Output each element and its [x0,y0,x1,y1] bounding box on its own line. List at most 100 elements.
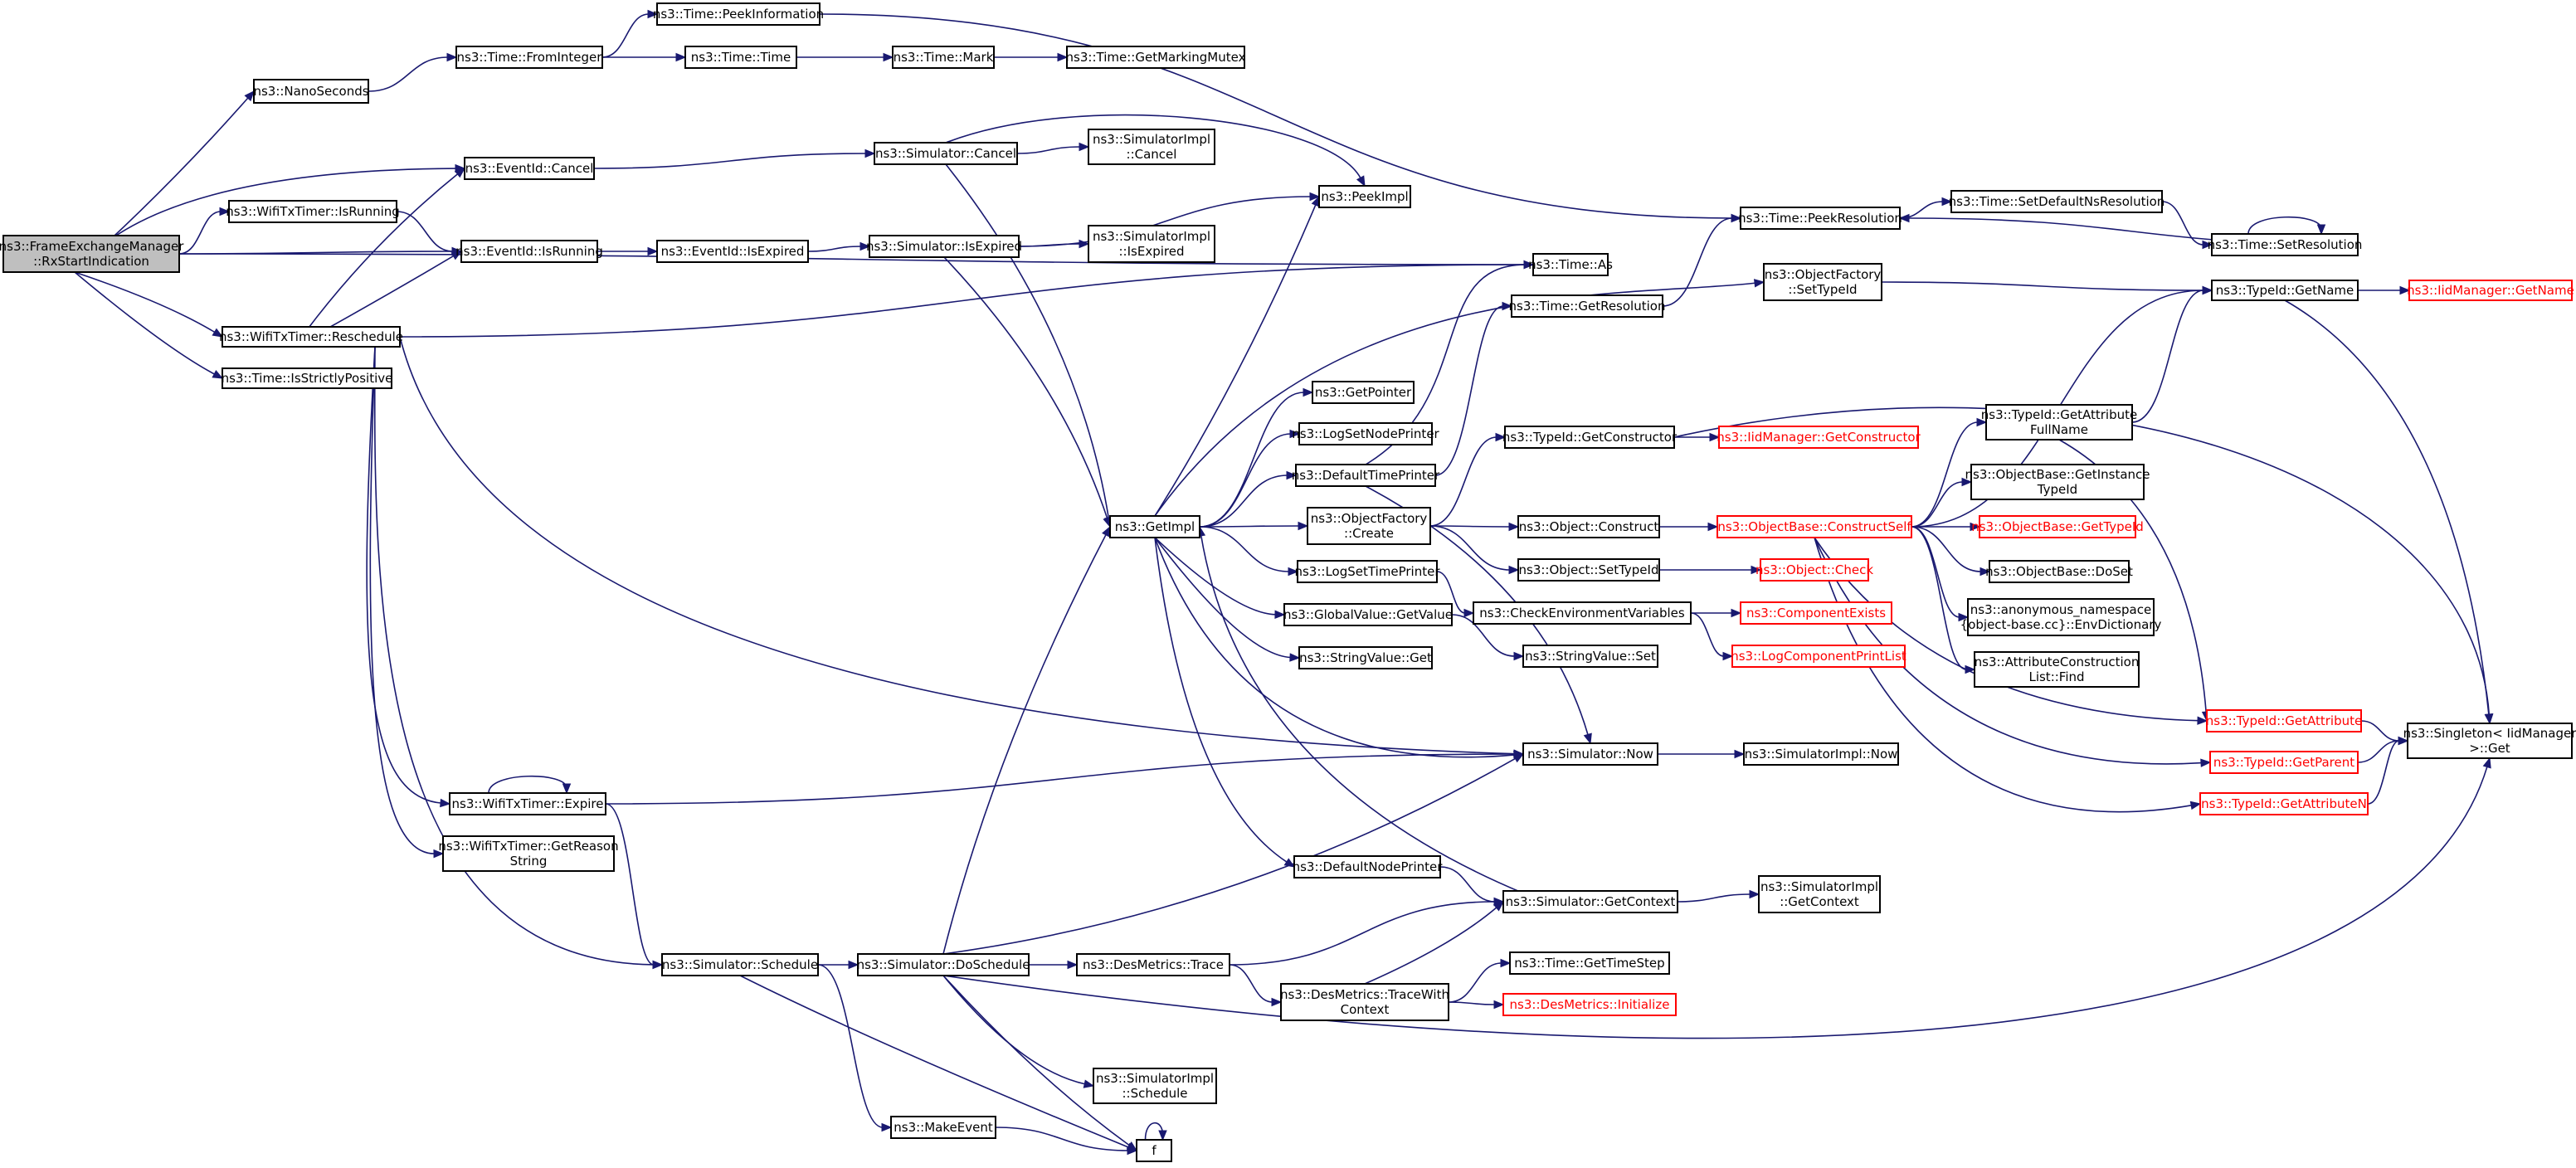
node-ns3-typeid-getconstructor[interactable]: ns3::TypeId::GetConstructor [1502,426,1678,449]
node-label: ns3::ObjectBase::GetTypeId [1971,519,2144,534]
node-ns3-stringvalue-set[interactable]: ns3::StringValue::Set [1522,645,1658,668]
node-ns3-stringvalue-get[interactable]: ns3::StringValue::Get [1298,646,1433,669]
node-ns3-anonymous-namespace-object-base-cc-envdictionary[interactable]: ns3::anonymous_namespace{object-base.cc}… [1960,598,2162,636]
node-ns3-simulator-getcontext[interactable]: ns3::Simulator::GetContext [1502,890,1678,913]
node-ns3-defaulttimeprinter[interactable]: ns3::DefaultTimePrinter [1292,464,1440,487]
node-ns3-simulator-isexpired[interactable]: ns3::Simulator::IsExpired [866,235,1022,258]
node-ns3-logcomponentprintlist[interactable]: ns3::LogComponentPrintList [1731,645,1906,668]
node-ns3-makeevent[interactable]: ns3::MakeEvent [890,1116,996,1139]
node-label: ::Schedule [1122,1086,1187,1101]
node-ns3-logsetnodeprinter[interactable]: ns3::LogSetNodePrinter [1292,422,1440,445]
arrowhead [1734,749,1746,759]
edge-simdoschedule-to-destrace [1029,960,1079,970]
node-ns3-typeid-getparent[interactable]: ns3::TypeId::GetParent [2209,751,2359,774]
node-ns3-simulator-now[interactable]: ns3::Simulator::Now [1522,742,1658,766]
node-ns3-time-isstrictlypositive[interactable]: ns3::Time::IsStrictlyPositive [222,367,393,389]
node-ns3-time-getmarkingmutex[interactable]: ns3::Time::GetMarkingMutex [1066,46,1246,69]
node-ns3-getpointer[interactable]: ns3::GetPointer [1312,381,1415,404]
node-ns3-typeid-getname[interactable]: ns3::TypeId::GetName [2211,280,2359,301]
node-ns3-componentexists[interactable]: ns3::ComponentExists [1740,601,1892,625]
node-label: ns3::DesMetrics::Initialize [1510,997,1670,1012]
node-label: String [510,854,548,869]
node-ns3-checkenvironmentvariables[interactable]: ns3::CheckEnvironmentVariables [1473,601,1692,625]
node-ns3-logsettimeprinter[interactable]: ns3::LogSetTimePrinter [1294,560,1440,583]
node-ns3-time-as[interactable]: ns3::Time::As [1528,253,1613,276]
arrowhead [2202,240,2213,250]
node-f[interactable]: f [1136,1139,1172,1162]
node-ns3-objectbase-gettypeid[interactable]: ns3::ObjectBase::GetTypeId [1971,515,2144,538]
node-box [892,46,995,69]
node-ns3-eventid-isrunning[interactable]: ns3::EventId::IsRunning [455,240,603,263]
node-ns3-typeid-getattribute[interactable]: ns3::TypeId::GetAttribute [2206,709,2362,732]
node-ns3-globalvalue-getvalue[interactable]: ns3::GlobalValue::GetValue [1283,603,1453,626]
node-label: ns3::IidManager::GetConstructor [1717,430,1921,445]
node-ns3-typeid-getattributen[interactable]: ns3::TypeId::GetAttributeN [2199,792,2369,815]
node-box [1970,464,2145,500]
node-ns3-time-mark[interactable]: ns3::Time::Mark [892,46,995,69]
node-ns3-singleton-iidmanager-get[interactable]: ns3::Singleton< IidManager>::Get [2403,723,2576,759]
node-ns3-simulatorimpl-now[interactable]: ns3::SimulatorImpl::Now [1743,742,1899,766]
edge-line [942,533,1108,955]
node-ns3-eventid-isexpired[interactable]: ns3::EventId::IsExpired [656,240,809,263]
edge-line [488,775,567,794]
node-ns3-desmetrics-initialize[interactable]: ns3::DesMetrics::Initialize [1502,993,1677,1016]
node-ns3-eventid-cancel[interactable]: ns3::EventId::Cancel [464,157,595,180]
node-ns3-peekimpl[interactable]: ns3::PeekImpl [1318,185,1411,208]
node-ns3-objectfactory-settypeid[interactable]: ns3::ObjectFactory::SetTypeId [1763,263,1882,301]
node-label: ns3::ObjectFactory [1311,511,1428,526]
node-ns3-time-peekinformation[interactable]: ns3::Time::PeekInformation [653,2,824,26]
node-ns3-simulatorimpl-schedule[interactable]: ns3::SimulatorImpl::Schedule [1093,1068,1217,1104]
node-label: ns3::Simulator::GetContext [1506,894,1676,909]
arrowhead [1057,52,1069,62]
node-label: ns3::Time::GetResolution [1509,299,1666,314]
node-ns3-wifitxtimer-reschedule[interactable]: ns3::WifiTxTimer::Reschedule [219,326,403,348]
edge-line [366,346,442,804]
edge-simisexpired-to-peekimpl [1018,192,1321,247]
node-box [1509,951,1670,975]
node-ns3-desmetrics-trace[interactable]: ns3::DesMetrics::Trace [1076,953,1230,976]
node-ns3-iidmanager-getconstructor[interactable]: ns3::IidManager::GetConstructor [1717,426,1921,449]
node-ns3-object-check[interactable]: ns3::Object::Check [1755,558,1873,582]
edge-simdoschedule-to-simnow [942,753,1525,955]
node-box [1298,422,1433,445]
node-ns3-simulator-schedule[interactable]: ns3::Simulator::Schedule [661,953,819,976]
node-label: ns3::Time::PeekInformation [653,7,824,22]
node-ns3-simulatorimpl-cancel[interactable]: ns3::SimulatorImpl::Cancel [1088,129,1215,165]
node-ns3-nanoseconds[interactable]: ns3::NanoSeconds [253,79,369,104]
node-ns3-time-setresolution[interactable]: ns3::Time::SetResolution [2208,233,2363,256]
node-ns3-simulatorimpl-isexpired[interactable]: ns3::SimulatorImpl::IsExpired [1088,225,1215,263]
edge-simnow-to-simimplnow [1657,749,1746,759]
node-ns3-defaultnodeprinter[interactable]: ns3::DefaultNodePrinter [1293,855,1444,878]
node-ns3-simulator-doschedule[interactable]: ns3::Simulator::DoSchedule [857,953,1030,976]
node-ns3-objectbase-doset[interactable]: ns3::ObjectBase::DoSet [1985,560,2133,583]
node-ns3-getimpl[interactable]: ns3::GetImpl [1109,515,1200,538]
edge-line [1199,526,1290,572]
node-label: ns3::TypeId::GetAttribute [1981,407,2137,422]
node-ns3-simulatorimpl-getcontext[interactable]: ns3::SimulatorImpl::GetContext [1758,875,1881,913]
node-label: ns3::Time::IsStrictlyPositive [222,371,393,386]
node-ns3-frameexchangemanager-rxstartindication[interactable]: ns3::FrameExchangeManager::RxStartIndica… [0,235,184,273]
arrowhead [450,251,463,260]
edge-line [294,173,459,348]
node-ns3-object-settypeid[interactable]: ns3::Object::SetTypeId [1517,558,1660,582]
node-box [661,953,819,976]
node-ns3-time-peekresolution[interactable]: ns3::Time::PeekResolution [1738,207,1902,230]
node-label: ns3::Time::FromInteger [457,50,603,65]
node-ns3-simulator-cancel[interactable]: ns3::Simulator::Cancel [874,142,1018,165]
node-ns3-time-getresolution[interactable]: ns3::Time::GetResolution [1509,294,1666,318]
node-ns3-time-frominteger[interactable]: ns3::Time::FromInteger [455,46,603,69]
node-ns3-objectbase-constructself[interactable]: ns3::ObjectBase::ConstructSelf [1717,515,1912,538]
node-ns3-objectfactory-create[interactable]: ns3::ObjectFactory::Create [1307,507,1431,545]
node-ns3-time-gettimestep[interactable]: ns3::Time::GetTimeStep [1509,951,1670,975]
node-ns3-iidmanager-getname[interactable]: ns3::IidManager::GetName [2407,280,2574,301]
node-ns3-time-time[interactable]: ns3::Time::Time [684,46,797,69]
node-ns3-wifitxtimer-isrunning[interactable]: ns3::WifiTxTimer::IsRunning [226,200,400,223]
node-ns3-object-construct[interactable]: ns3::Object::Construct [1517,515,1660,538]
node-ns3-time-setdefaultnsresolution[interactable]: ns3::Time::SetDefaultNsResolution [1949,190,2165,213]
node-ns3-wifitxtimer-expire[interactable]: ns3::WifiTxTimer::Expire [449,792,606,815]
